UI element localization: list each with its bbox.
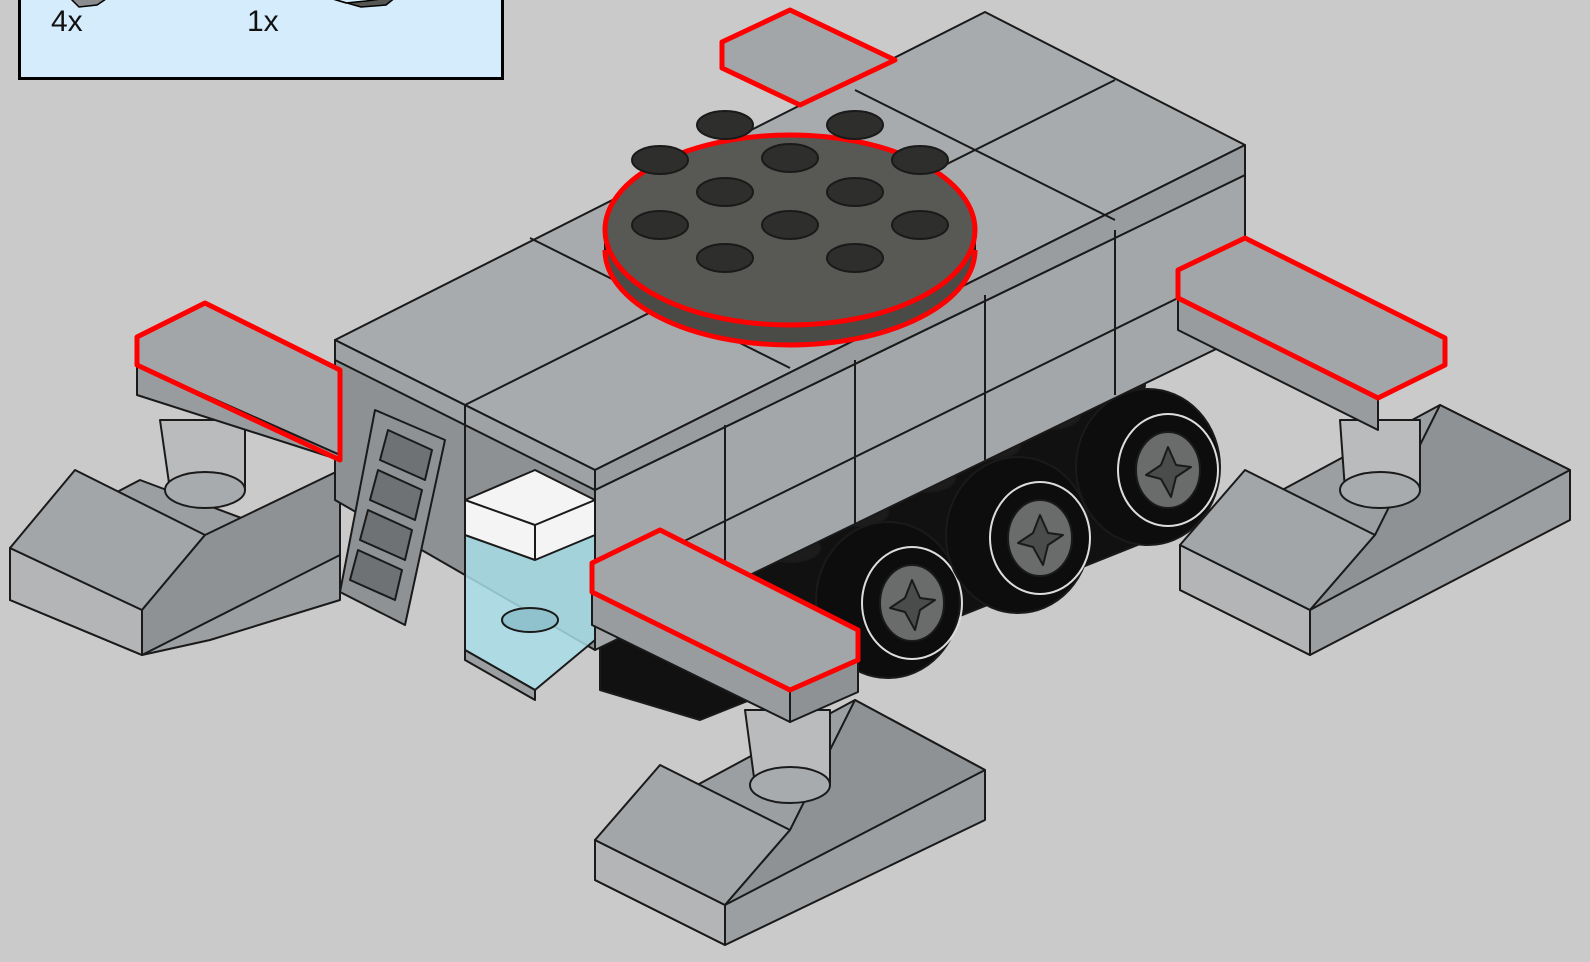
grille-panel (339, 409, 446, 626)
foot-back-right (1179, 404, 1571, 656)
wheel-2 (945, 456, 1091, 614)
part-quantity-1: 4x (51, 5, 83, 38)
parts-callout: 4x 1x (18, 0, 504, 80)
slope-brick-left (134, 300, 343, 463)
slope-brick-front (589, 527, 861, 723)
slope-brick-right (1175, 235, 1448, 431)
slope-brick-back (719, 7, 898, 108)
part-quantity-2: 1x (247, 5, 279, 38)
foot-back-left (9, 419, 341, 656)
round-plate-new-part (602, 110, 978, 348)
round-plate-part-icon (333, 0, 394, 8)
foot-front (594, 699, 986, 946)
slope-brick-part-icon (70, 0, 106, 8)
wheel-3 (1075, 388, 1221, 546)
transparent-window-brick (464, 469, 596, 701)
